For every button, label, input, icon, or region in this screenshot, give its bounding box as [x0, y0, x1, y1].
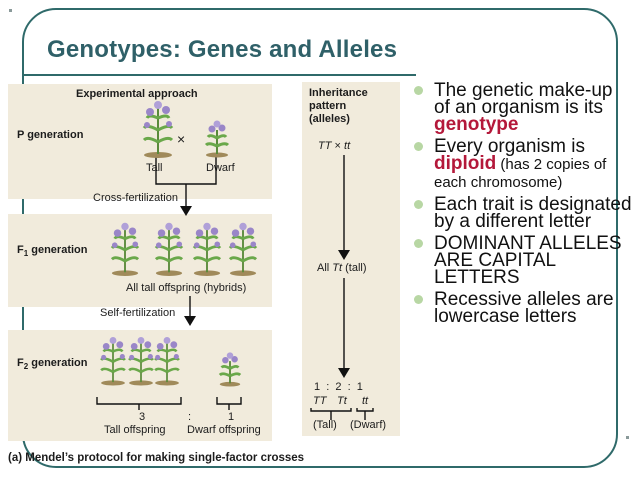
- parent-genotypes: TT × tt: [318, 140, 351, 152]
- bullet-item: DOMINANT ALLELES ARE CAPITAL LETTERS: [408, 233, 633, 288]
- genotype-Tt: Tt: [337, 395, 347, 407]
- bullet-dot-icon: [414, 86, 423, 95]
- bullet-text: DOMINANT ALLELES ARE CAPITAL LETTERS: [434, 233, 622, 288]
- dwarf-label: Dwarf: [206, 162, 235, 174]
- cross-symbol: ×: [177, 131, 186, 147]
- figure-caption: (a) Mendel’s protocol for making single-…: [8, 452, 305, 464]
- tall-bracket: [96, 397, 182, 410]
- bullet-list: The genetic make-up of an organism is it…: [408, 80, 633, 330]
- corner-dot: [9, 9, 12, 12]
- f2-tall-plant: [99, 335, 127, 386]
- bullet-item: Every organism is diploid (has 2 copies …: [408, 136, 633, 191]
- phenotype-tall: (Tall): [313, 419, 337, 431]
- genotype-ratio: 1 : 2 : 1: [314, 381, 363, 393]
- self-fertilization-label: Self-fertilization: [100, 307, 176, 319]
- f1-plant: [154, 221, 184, 276]
- dwarf-offspring-label: Dwarf offspring: [187, 424, 261, 436]
- bullet-dot-icon: [414, 200, 423, 209]
- bullet-dot-icon: [414, 295, 423, 304]
- title-underline: [22, 74, 416, 76]
- inheritance-arrowhead-2: [338, 368, 350, 378]
- f1-generation-label: F1 generation: [17, 244, 88, 259]
- tall-offspring-label: Tall offspring: [104, 424, 166, 436]
- bullet-item: The genetic make-up of an organism is it…: [408, 80, 633, 135]
- bullet-note: (has 2 copies of each chromosome): [434, 156, 607, 191]
- bullet-text: Every organism is: [434, 136, 585, 157]
- bullet-item: Each trait is designated by a different …: [408, 194, 633, 232]
- inheritance-header: Inheritance pattern (alleles): [309, 87, 368, 125]
- ratio-dwarf-count: 1: [228, 411, 235, 423]
- inheritance-arrowhead-1: [338, 250, 350, 260]
- f2-tall-plant: [153, 335, 181, 386]
- dwarf-bracket: [216, 397, 242, 410]
- bullet-item: Recessive alleles are lowercase letters: [408, 289, 633, 327]
- f2-dwarf-plant: [218, 350, 242, 387]
- p-generation-label: P generation: [17, 129, 84, 141]
- genotype-tt: tt: [362, 395, 369, 407]
- corner-dot: [626, 436, 629, 439]
- bullet-dot-icon: [414, 239, 423, 248]
- tall-genotype-bracket: [310, 408, 352, 420]
- tall-parent-plant: [142, 99, 174, 158]
- bullet-emphasis: genotype: [434, 114, 519, 135]
- self-fertilization-arrowhead: [184, 316, 196, 326]
- bullet-dot-icon: [414, 142, 423, 151]
- bullet-text: Each trait is designated by a different …: [434, 194, 632, 232]
- bullet-text: Recessive alleles are lowercase letters: [434, 289, 614, 327]
- bullet-emphasis: diploid: [434, 153, 497, 174]
- f2-generation-label: F2 generation: [17, 357, 88, 372]
- dwarf-parent-plant: [204, 119, 230, 158]
- cross-connector-line: [155, 157, 217, 185]
- bullet-text: The genetic make-up of an organism is it…: [434, 80, 613, 118]
- p-generation-panel: [8, 84, 272, 199]
- tall-label: Tall: [146, 162, 163, 174]
- f1-plant: [192, 221, 222, 276]
- f1-plant: [110, 221, 140, 276]
- slide-title: Genotypes: Genes and Alleles: [47, 36, 398, 63]
- f2-tall-plant: [127, 335, 155, 386]
- phenotype-dwarf: (Dwarf): [350, 419, 387, 431]
- cross-fertilization-label: Cross-fertilization: [93, 192, 178, 204]
- f1-plant: [228, 221, 258, 276]
- experimental-approach-header: Experimental approach: [76, 88, 198, 100]
- cross-fertilization-arrowhead: [180, 206, 192, 216]
- f1-offspring-label: All tall offspring (hybrids): [126, 282, 247, 294]
- dwarf-genotype-bracket: [356, 408, 374, 420]
- f1-generation-panel: [8, 214, 272, 307]
- inheritance-panel: [302, 82, 400, 436]
- f1-genotype-label: All Tt (tall): [317, 262, 367, 274]
- ratio-tall-count: 3: [139, 411, 146, 423]
- genotype-TT: TT: [313, 395, 327, 407]
- ratio-colon: :: [188, 411, 192, 423]
